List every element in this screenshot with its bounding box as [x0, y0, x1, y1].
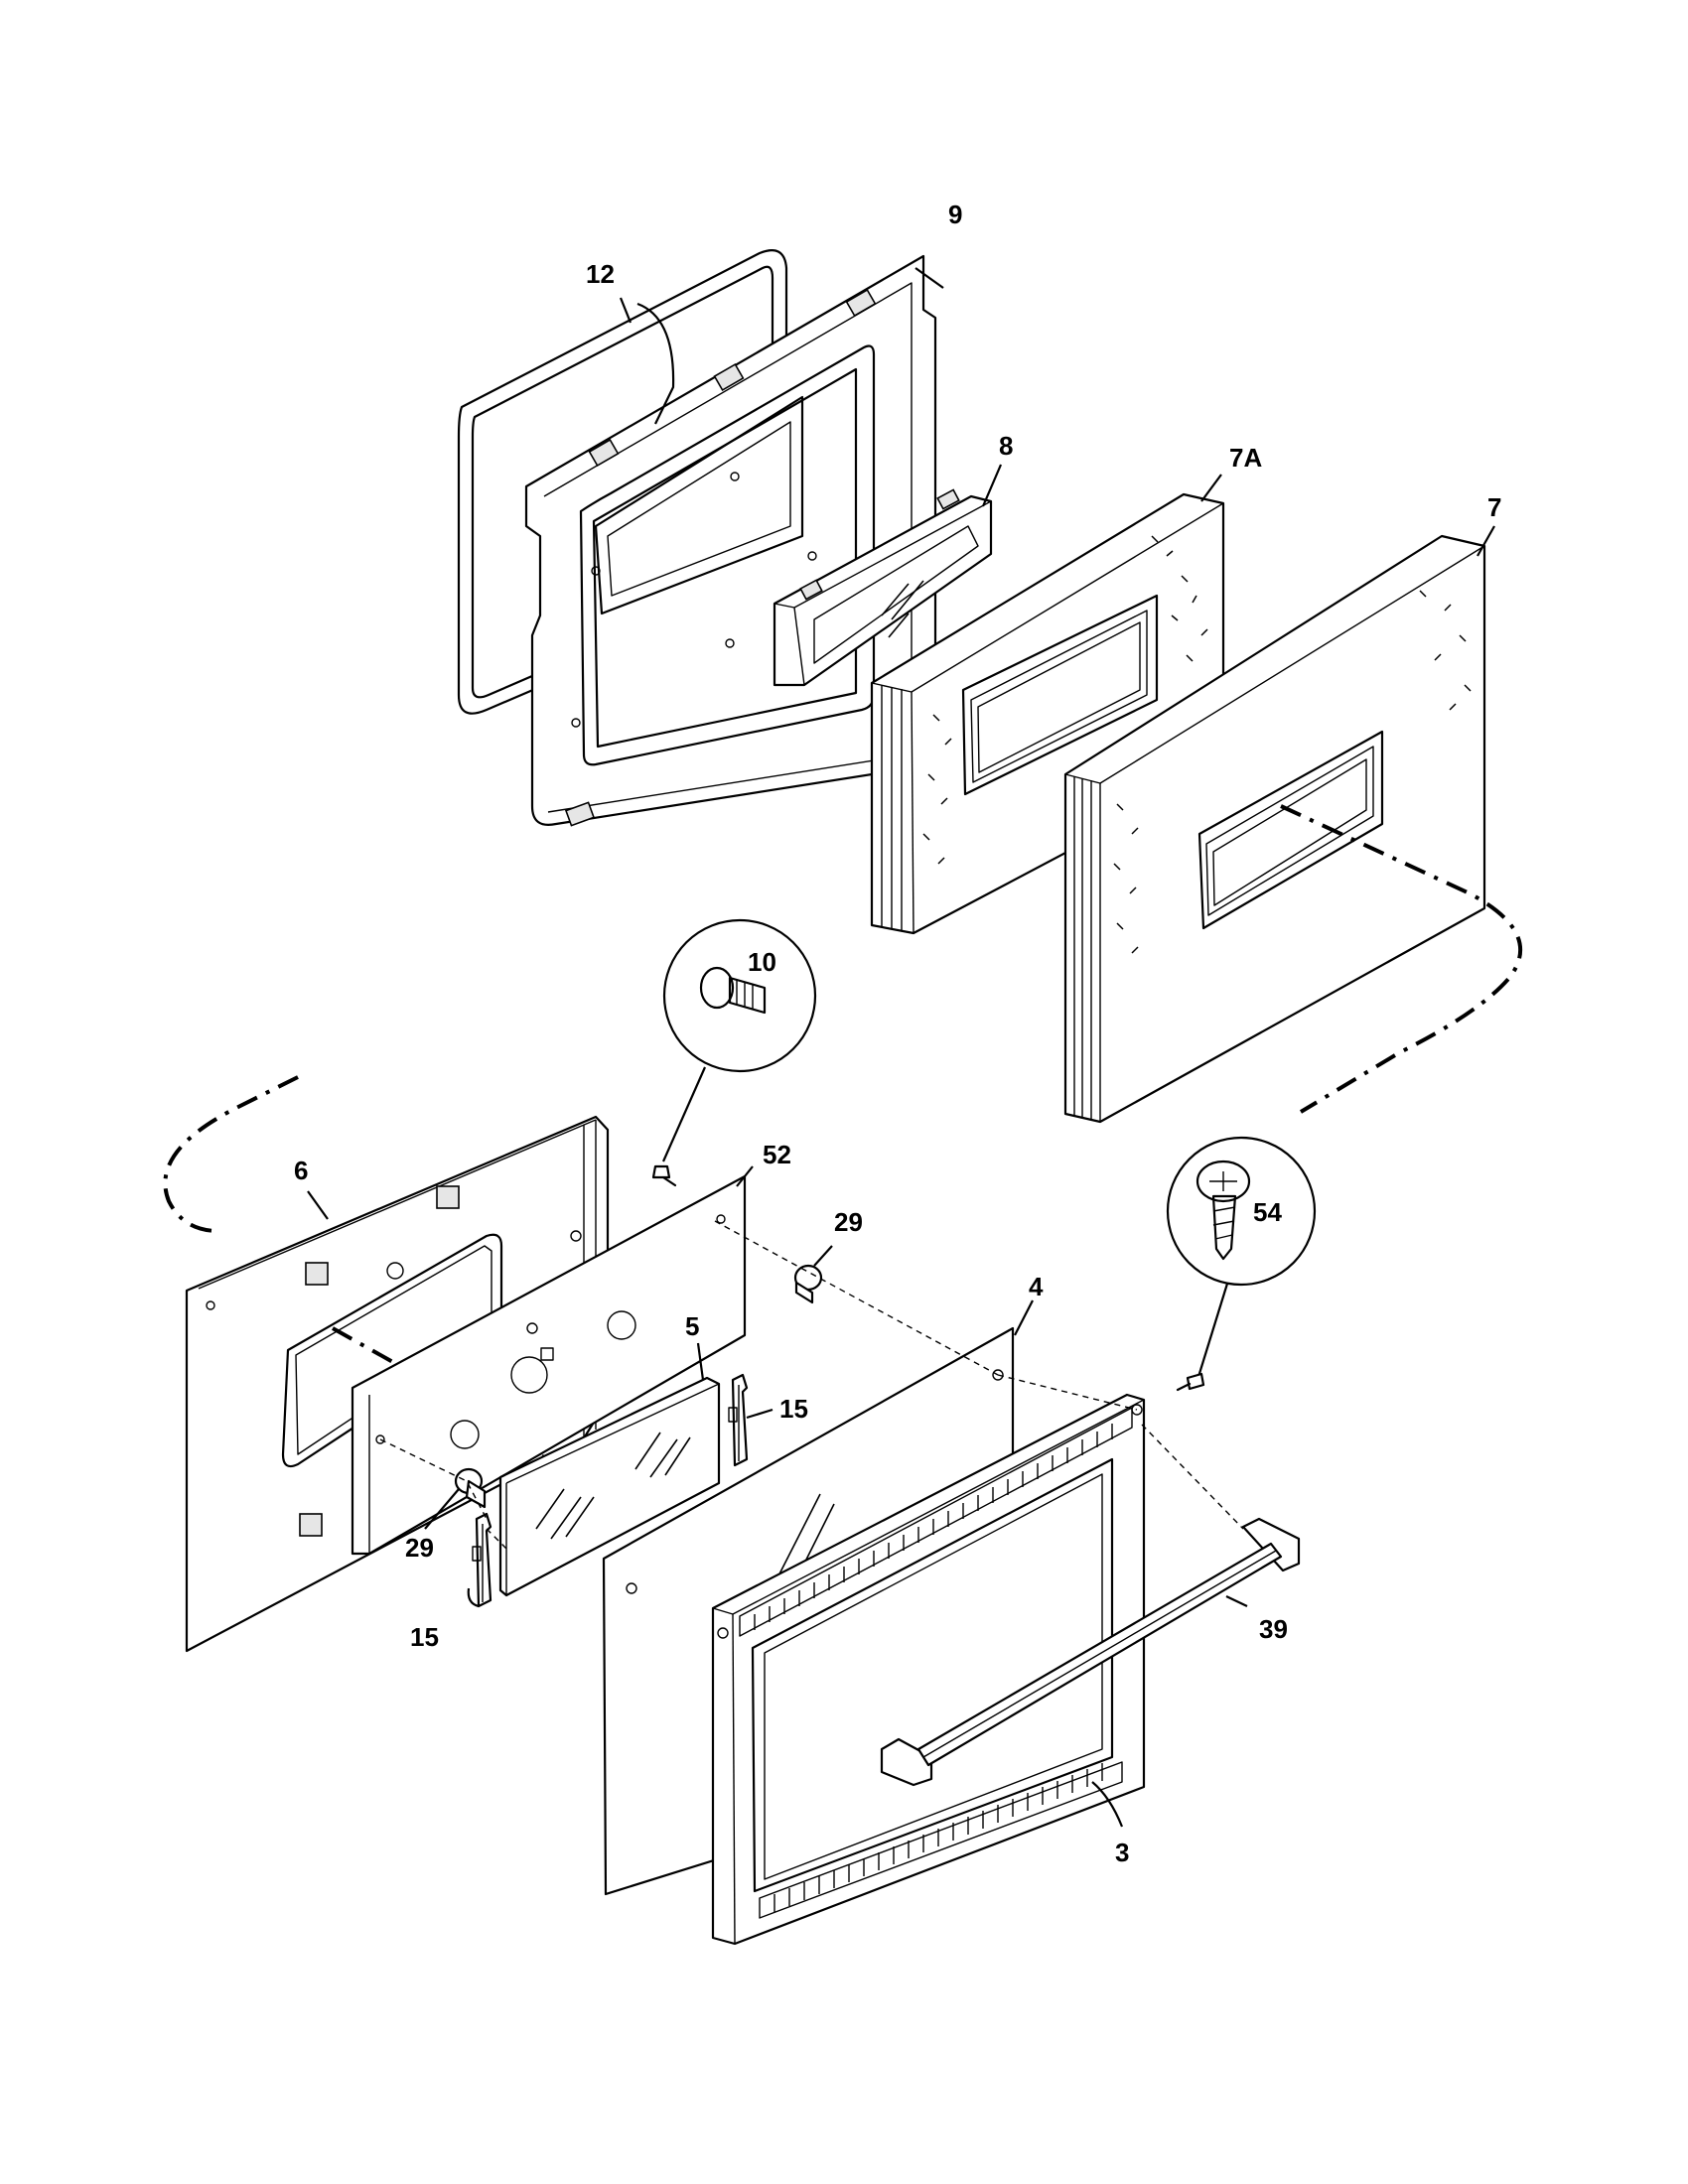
screw-callout-10 — [661, 918, 817, 1162]
insulation-pad-7 — [1063, 534, 1486, 1124]
door-shield-panel-part — [351, 1174, 747, 1556]
frame-vent-slots-bottom — [759, 1761, 1123, 1919]
callout-3: 3 — [1115, 1838, 1129, 1867]
callout-29-upper: 29 — [834, 1207, 863, 1237]
callout-29-lower: 29 — [405, 1533, 434, 1563]
callout-39: 39 — [1259, 1614, 1288, 1644]
screw-part — [651, 1164, 677, 1187]
glass-clip-upper — [728, 1373, 749, 1467]
callout-7: 7 — [1487, 492, 1501, 522]
callout-6: 6 — [294, 1156, 308, 1185]
callout-15-upper: 15 — [779, 1394, 808, 1424]
door-handle-part — [880, 1517, 1301, 1787]
screw-callout-54 — [1166, 1136, 1317, 1381]
insulation-speckle — [922, 535, 1208, 865]
callout-5: 5 — [685, 1311, 699, 1341]
glass-clip-lower — [472, 1512, 492, 1608]
assembly-path-line — [1280, 804, 1523, 1114]
callout-10: 10 — [748, 947, 776, 977]
callout-54: 54 — [1253, 1197, 1282, 1227]
window-glass-part — [498, 1376, 721, 1597]
glass-holder-part — [773, 488, 993, 687]
inner-door-liner-part — [524, 254, 937, 827]
door-bumper-upper — [793, 1264, 823, 1304]
leader-lines — [307, 267, 1495, 1828]
assembly-path-line — [163, 1075, 299, 1233]
callout-15-lower: 15 — [410, 1622, 439, 1652]
alignment-line — [486, 1528, 507, 1550]
callout-4: 4 — [1029, 1272, 1044, 1301]
callout-52: 52 — [763, 1140, 791, 1169]
callout-9: 9 — [948, 200, 962, 229]
insulation-speckle — [1113, 590, 1472, 954]
door-bumper-lower — [454, 1467, 487, 1509]
callout-7a: 7A — [1229, 443, 1262, 473]
alignment-line — [997, 1374, 1138, 1411]
alignment-line — [1141, 1424, 1244, 1530]
callout-8: 8 — [999, 431, 1013, 461]
assembly-path-line — [332, 1326, 408, 1372]
callout-12: 12 — [586, 259, 615, 289]
alignment-line — [379, 1438, 488, 1520]
frame-vent-slots-top — [739, 1407, 1133, 1637]
outer-door-frame-part — [711, 1393, 1146, 1946]
screw-part — [1176, 1372, 1205, 1392]
alignment-line — [714, 1220, 999, 1376]
